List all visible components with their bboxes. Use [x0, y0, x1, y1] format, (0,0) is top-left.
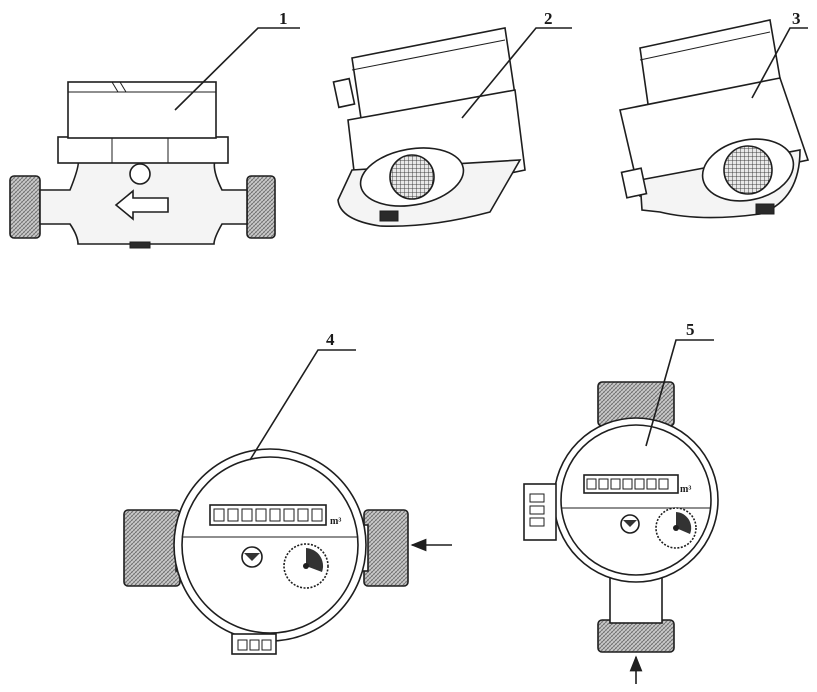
housing-ring	[57, 136, 229, 164]
register-head	[67, 81, 217, 139]
body-screw	[129, 163, 151, 185]
strainer-mesh	[389, 154, 435, 200]
odometer-counter-5	[583, 474, 679, 494]
meter-top-view-horizontal: m³	[123, 448, 452, 655]
leader-2	[461, 27, 572, 119]
meter-tilted-left-view	[332, 27, 526, 228]
leader-4	[249, 349, 356, 461]
bottom-coupling-nut-5	[597, 619, 675, 653]
strainer-mesh-3	[723, 145, 773, 195]
left-coupling-nut	[9, 175, 41, 239]
dial-face	[181, 456, 359, 634]
side-tab	[332, 77, 356, 109]
side-tab-5	[523, 483, 557, 541]
callout-5: 5	[686, 320, 695, 339]
meter-top-view-vertical: m³	[523, 381, 719, 684]
right-coupling-nut	[246, 175, 276, 239]
unit-label: m³	[330, 516, 341, 527]
left-coupling-nut-4	[123, 509, 181, 587]
leader-1	[174, 27, 300, 111]
leader-3	[751, 27, 808, 99]
meter-tilted-right-view	[619, 19, 810, 219]
callout-4: 4	[326, 330, 335, 349]
callout-2: 2	[544, 9, 553, 28]
callout-leaders	[174, 27, 808, 461]
bottom-tab	[231, 633, 277, 655]
dial-face-5	[560, 424, 712, 576]
side-tab-3	[620, 167, 648, 199]
flow-direction-arrow	[114, 189, 169, 221]
unit-label-5: m³	[680, 484, 691, 495]
callout-1: 1	[279, 9, 288, 28]
odometer-counter	[209, 504, 327, 526]
leader-5	[645, 339, 714, 447]
callout-3: 3	[792, 9, 801, 28]
right-coupling-nut-4	[363, 509, 409, 587]
meter-side-view	[9, 81, 276, 249]
